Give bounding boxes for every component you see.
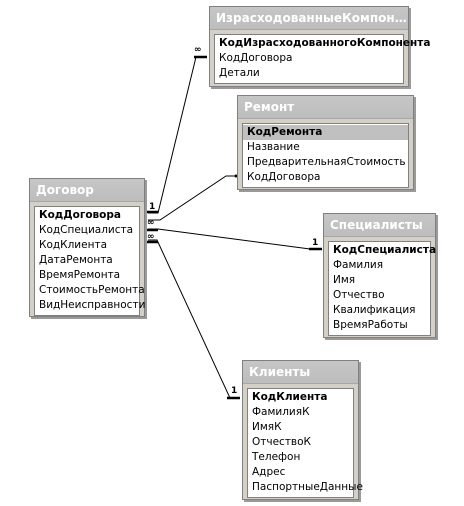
field-item[interactable]: ФамилияК xyxy=(252,406,310,418)
field-item[interactable]: ВремяРемонта xyxy=(39,269,121,281)
table-title[interactable]: Клиенты xyxy=(243,361,358,384)
field-item[interactable]: КодДоговора xyxy=(39,209,122,221)
table-klienty[interactable]: Клиенты КодКлиента ФамилияК ИмяК Отчеств… xyxy=(242,360,363,500)
table-title[interactable]: Ремонт xyxy=(238,96,413,119)
table-title[interactable]: Договор xyxy=(30,179,144,202)
field-item[interactable]: ИмяК xyxy=(252,421,282,433)
field-item[interactable]: КодИзрасходованногоКомпонента xyxy=(219,37,431,49)
cardinality-label: 1 xyxy=(231,386,237,396)
field-item[interactable]: КодКлиента xyxy=(39,239,108,251)
field-list: КодРемонта Название ПредварительнаяСтоим… xyxy=(242,123,409,188)
field-item[interactable]: КодСпециалиста xyxy=(39,224,134,236)
relation-line-specialisty xyxy=(148,228,322,250)
cardinality-label: ∞ xyxy=(147,218,155,228)
table-remont[interactable]: Ремонт КодРемонта Название Предварительн… xyxy=(237,95,414,190)
field-item[interactable]: КодРемонта xyxy=(243,125,408,140)
field-item[interactable]: ОтчествоК xyxy=(252,436,312,448)
cardinality-label: 1 xyxy=(149,202,155,212)
table-specialisty[interactable]: Специалисты КодСпециалиста Фамилия Имя О… xyxy=(323,213,436,338)
field-item[interactable]: ДатаРемонта xyxy=(39,254,113,266)
relation-line-remont xyxy=(148,175,236,221)
field-item[interactable]: КодДоговора xyxy=(219,52,293,64)
field-item[interactable]: Квалификация xyxy=(333,304,416,316)
field-item[interactable]: ВремяРаботы xyxy=(333,319,408,331)
table-title[interactable]: ИзрасходованныеКомпоне... xyxy=(210,7,408,30)
field-list: КодИзрасходованногоКомпонента КодДоговор… xyxy=(214,34,431,84)
relation-endpoint xyxy=(234,174,238,178)
cardinality-label: ∞ xyxy=(147,232,155,242)
field-item[interactable]: КодДоговора xyxy=(247,171,321,183)
field-item[interactable]: ПаспортныеДанные xyxy=(252,481,363,493)
field-item[interactable]: Адрес xyxy=(252,466,286,478)
field-list: КодКлиента ФамилияК ИмяК ОтчествоК Телеф… xyxy=(247,388,363,498)
field-item[interactable]: Детали xyxy=(219,67,260,79)
cardinality-label: 1 xyxy=(312,238,318,248)
field-item[interactable]: ВидНеисправности xyxy=(39,299,146,311)
field-item[interactable]: Название xyxy=(247,141,300,153)
field-item[interactable]: Отчество xyxy=(333,289,385,301)
relation-line-izrashod xyxy=(148,56,206,214)
table-title[interactable]: Специалисты xyxy=(324,214,435,237)
field-item[interactable]: Телефон xyxy=(252,451,301,463)
field-list: КодСпециалиста Фамилия Имя Отчество Квал… xyxy=(328,241,437,336)
field-item[interactable]: Фамилия xyxy=(333,259,384,271)
relation-line-klienty xyxy=(148,239,240,399)
field-item[interactable]: КодКлиента xyxy=(252,391,328,403)
table-izrashod[interactable]: ИзрасходованныеКомпоне... КодИзрасходова… xyxy=(209,6,431,87)
table-dogovor[interactable]: Договор КодДоговора КодСпециалиста КодКл… xyxy=(29,178,145,317)
field-item[interactable]: ПредварительнаяСтоимость xyxy=(247,156,406,168)
field-item[interactable]: КодСпециалиста xyxy=(333,244,437,256)
cardinality-label: ∞ xyxy=(194,45,202,55)
field-item[interactable]: СтоимостьРемонта xyxy=(39,284,145,296)
field-item[interactable]: Имя xyxy=(333,274,356,286)
field-list: КодДоговора КодСпециалиста КодКлиента Да… xyxy=(34,206,146,316)
